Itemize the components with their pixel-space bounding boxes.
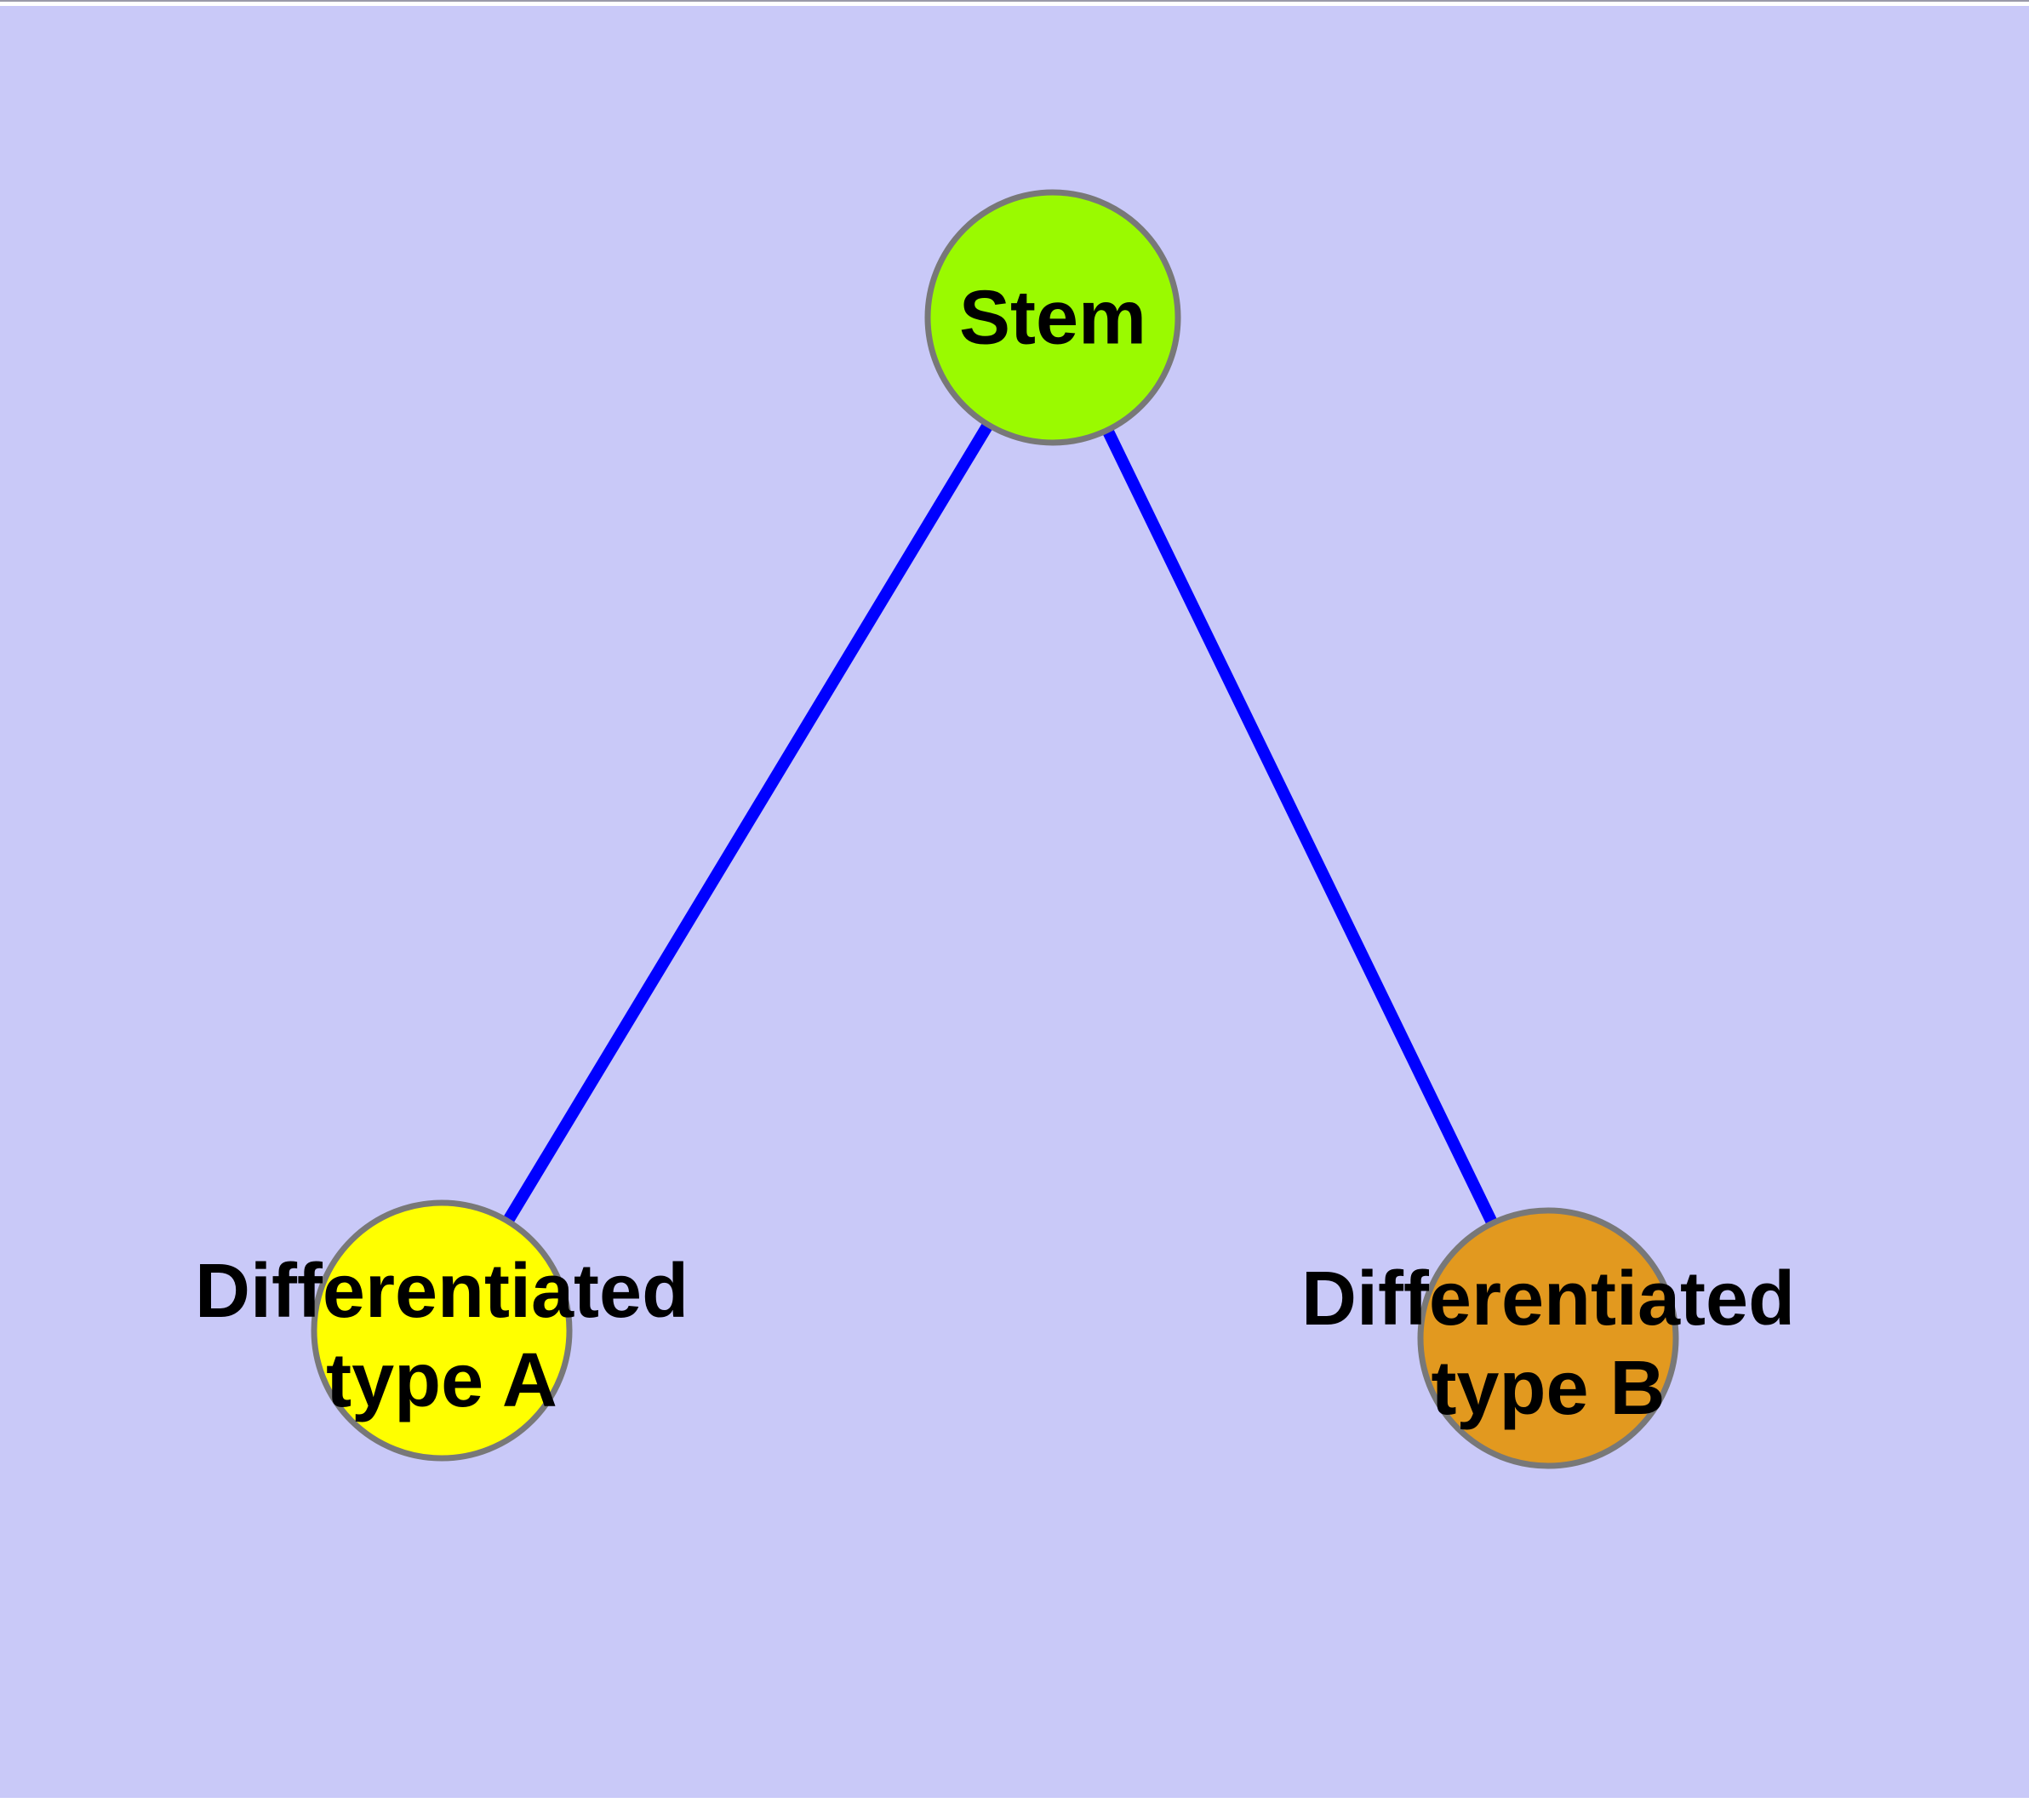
node-type-a-label-line-2: type A — [326, 1338, 557, 1423]
node-type-a-label-line-1: Differentiated — [194, 1249, 689, 1334]
edge-stem-to-type-a — [437, 314, 1058, 1334]
node-type-b-label: Differentiated type B — [1301, 1255, 1795, 1434]
node-stem-label: Stem — [959, 274, 1146, 363]
edge-stem-to-type-b — [1047, 314, 1554, 1342]
node-stem-circle — [924, 189, 1181, 446]
node-type-b-label-line-1: Differentiated — [1300, 1256, 1796, 1342]
node-type-a-circle — [311, 1199, 573, 1462]
node-type-b-circle — [1417, 1207, 1679, 1469]
graph-canvas — [0, 6, 2029, 1798]
node-stem-label-line: Stem — [958, 275, 1147, 361]
node-type-b-label-line-2: type B — [1431, 1346, 1666, 1431]
node-type-a-label: Differentiated type A — [195, 1247, 689, 1426]
